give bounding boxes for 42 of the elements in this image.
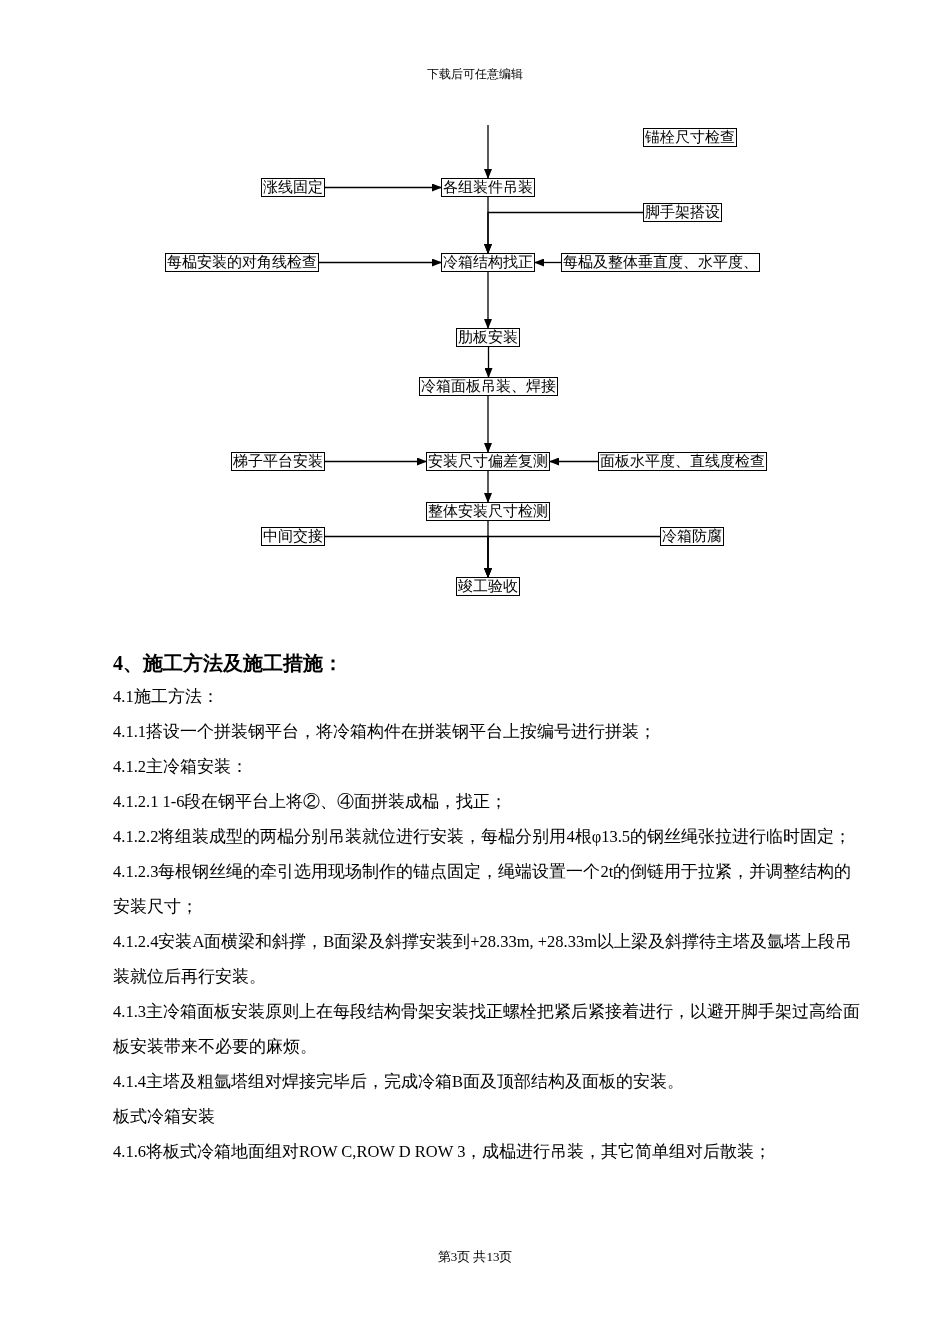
process-box: 各组装件吊装 [441, 178, 535, 197]
page-header: 下载后可任意编辑 [426, 66, 524, 83]
process-box: 每榀及整体垂直度、水平度、 [561, 253, 760, 272]
arrow [324, 183, 442, 192]
process-box: 冷箱结构找正 [441, 253, 535, 272]
arrow [484, 470, 492, 503]
process-box: 涨线固定 [261, 178, 325, 197]
arrow [484, 271, 492, 329]
process-box: 整体安装尺寸检测 [426, 502, 550, 521]
paragraph: 板式冷箱安装 [113, 1106, 216, 1128]
paragraph: 4.1.6将板式冷箱地面组对ROW C,ROW D ROW 3，成榀进行吊装，其它简单组对后散装； [113, 1141, 773, 1163]
paragraph: 4.1.2主冷箱安装： [113, 756, 249, 778]
paragraph: 4.1.2.4安装A面横梁和斜撑，B面梁及斜撑安装到+28.33m, +28.33m以上梁及斜撑待主塔及氩塔上段吊装就位后再行安装。 [113, 931, 854, 988]
paragraph: 4.1.3主冷箱面板安装原则上在每段结构骨架安装找正螺栓把紧后紧接着进行，以避开脚手架过高给面板安装带来不必要的麻烦。 [113, 1001, 861, 1058]
process-box: 肋板安装 [456, 328, 520, 347]
process-box: 中间交接 [261, 527, 325, 546]
process-box: 安装尺寸偏差复测 [426, 452, 550, 471]
arrow [534, 258, 562, 267]
arrow [324, 457, 427, 466]
process-box: 冷箱防腐 [660, 527, 724, 546]
process-box: 竣工验收 [456, 577, 520, 596]
paragraph: 4.1.2.2将组装成型的两榀分别吊装就位进行安装，每榀分别用4根φ13.5的钢丝绳张拉进行临时固定； [113, 826, 853, 848]
arrow [484, 124, 492, 179]
arrow [484, 520, 492, 578]
process-box: 每榀安装的对角线检查 [165, 253, 319, 272]
process-box: 梯子平台安装 [231, 452, 325, 471]
arrow [318, 258, 442, 267]
paragraph: 4.1.2.1 1-6段在钢平台上将②、④面拼装成榀，找正； [113, 791, 509, 813]
process-box: 锚栓尺寸检查 [643, 128, 737, 147]
process-box: 面板水平度、直线度检查 [598, 452, 767, 471]
paragraph: 4.1.2.3每根钢丝绳的牵引选用现场制作的锚点固定，绳端设置一个2t的倒链用于拉紧，并调整结构的安装尺寸； [113, 861, 853, 918]
arrow [484, 395, 492, 453]
paragraph: 4.1.1搭设一个拼装钢平台，将冷箱构件在拼装钢平台上按编号进行拼装； [113, 721, 657, 743]
section-heading: 4、施工方法及施工措施： [113, 651, 343, 676]
arrow [549, 457, 599, 466]
arrow [484, 196, 492, 254]
page-number: 第3页 共13页 [436, 1248, 514, 1266]
arrow [484, 346, 493, 378]
process-box: 冷箱面板吊装、焊接 [418, 377, 558, 396]
paragraph: 4.1.4主塔及粗氩塔组对焊接完毕后，完成冷箱B面及顶部结构及面板的安装。 [113, 1071, 685, 1093]
paragraph: 4.1施工方法： [113, 686, 220, 708]
process-box: 脚手架搭设 [643, 203, 722, 222]
